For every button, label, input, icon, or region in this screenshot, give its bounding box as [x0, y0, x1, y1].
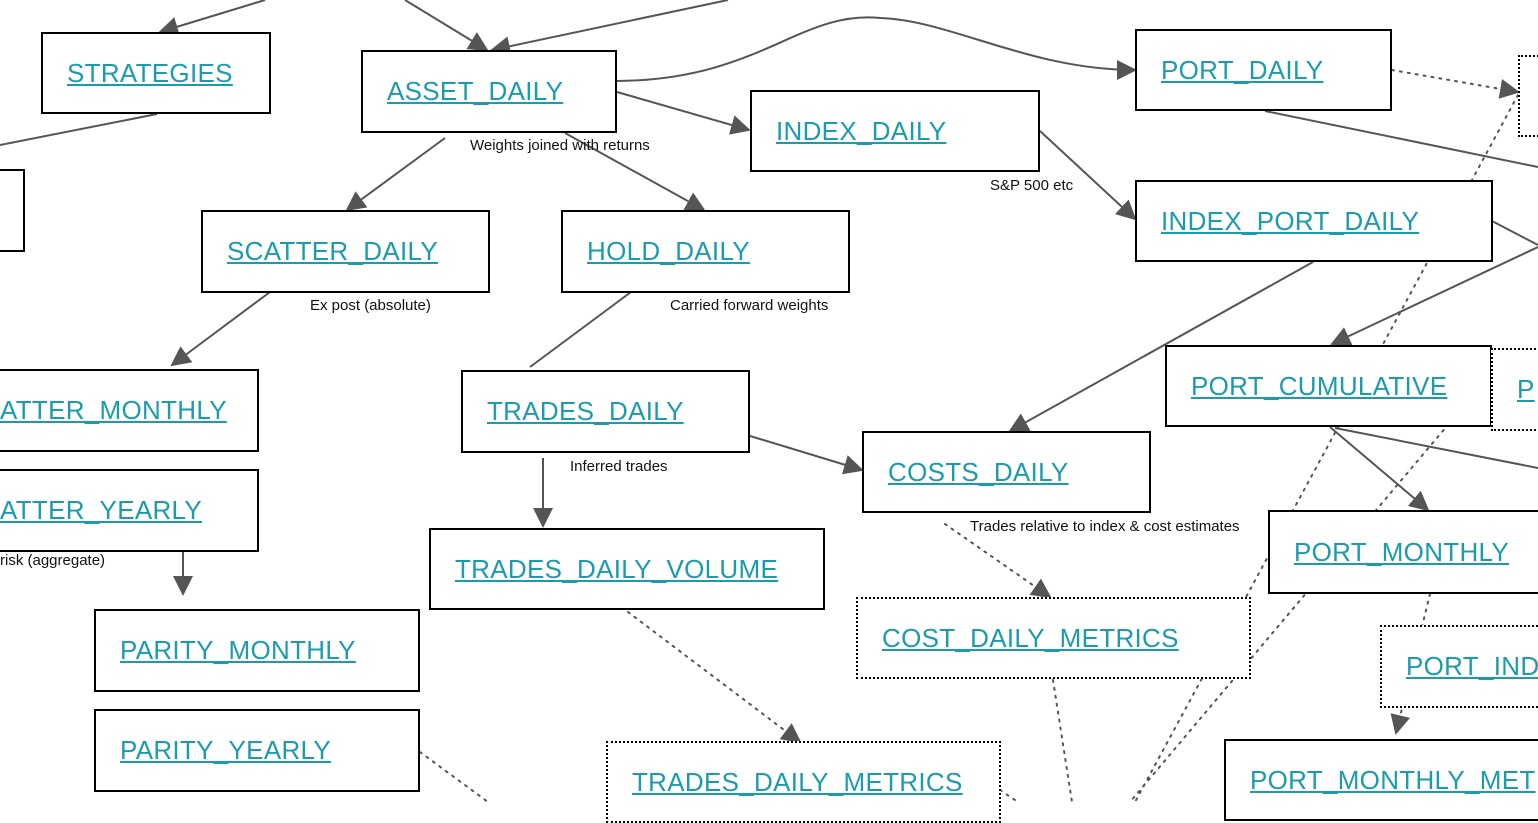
edge-asset-to-port-daily [616, 16, 1137, 82]
node-costs-daily: COSTS_DAILY [862, 431, 1151, 513]
node-port-ind: PORT_IND [1380, 625, 1538, 708]
parity-yearly-link[interactable]: PARITY_YEARLY [120, 735, 332, 765]
note-weights-joined: Weights joined with returns [470, 137, 650, 154]
node-scatter-monthly: ATTER_MONTHLY [0, 369, 259, 452]
edge-cost-metrics-down [1052, 679, 1073, 802]
trades-daily-volume-link[interactable]: TRADES_DAILY_VOLUME [455, 553, 779, 584]
edge-port-daily-dotted [1391, 69, 1520, 99]
node-port-cumulative: PORT_CUMULATIVE [1165, 345, 1492, 427]
node-asset-daily: ASSET_DAILY [361, 50, 617, 133]
note-inferred-trades: Inferred trades [570, 458, 668, 475]
edge-port-cumulative-right [1334, 427, 1538, 469]
port-daily-link[interactable]: PORT_DAILY [1161, 54, 1324, 85]
note-trades-relative: Trades relative to index & cost estimate… [970, 518, 1240, 535]
scatter-daily-link[interactable]: SCATTER_DAILY [227, 236, 438, 266]
node-scatter-yearly: ATTER_YEARLY [0, 469, 259, 552]
note-carried-forward: Carried forward weights [670, 297, 829, 314]
trades-daily-link[interactable]: TRADES_DAILY [487, 396, 684, 426]
edge-index-daily-to-index-port [1039, 130, 1137, 221]
node-port-daily: PORT_DAILY [1135, 29, 1392, 111]
edge-right-to-port-cumulative [1330, 246, 1538, 346]
cost-daily-metrics-link[interactable]: COST_DAILY_METRICS [882, 622, 1179, 653]
edge-asset-to-scatter-daily [345, 137, 446, 212]
node-strategies: STRATEGIES [41, 32, 271, 114]
asset-daily-link[interactable]: ASSET_DAILY [387, 76, 564, 106]
edge-top-right-to-asset-daily [490, 0, 729, 57]
edge-trades-metrics-right [999, 789, 1019, 802]
node-hold-daily: HOLD_DAILY [561, 210, 850, 293]
edge-hold-to-trades [529, 291, 632, 368]
node-trades-daily-volume: TRADES_DAILY_VOLUME [429, 528, 825, 610]
scatter-yearly-link[interactable]: ATTER_YEARLY [0, 495, 203, 525]
note-ex-post: Ex post (absolute) [310, 297, 431, 314]
edge-index-port-right [1491, 220, 1538, 246]
edge-index-port-to-costs [1008, 261, 1314, 432]
node-scatter-daily: SCATTER_DAILY [201, 210, 490, 293]
edge-costs-to-cost-metrics [944, 523, 1052, 599]
edge-top-to-strategies [158, 0, 266, 37]
edge-port-daily-right [1264, 110, 1538, 168]
edge-parity-yearly-dotted [419, 751, 489, 802]
trades-daily-metrics-link[interactable]: TRADES_DAILY_METRICS [632, 766, 963, 797]
port-clipped-link[interactable]: P [1517, 374, 1535, 404]
costs-daily-link[interactable]: COSTS_DAILY [888, 456, 1069, 487]
node-left-clipped [0, 169, 25, 252]
node-trades-daily: TRADES_DAILY [461, 370, 750, 453]
strategies-link[interactable]: STRATEGIES [67, 57, 233, 88]
node-top-right-clipped [1518, 55, 1538, 137]
edge-strategies-left [0, 113, 158, 146]
node-parity-yearly: PARITY_YEARLY [94, 709, 420, 792]
port-monthly-met-link[interactable]: PORT_MONTHLY_MET [1250, 764, 1536, 795]
edge-port-cumulative-to-monthly [1329, 426, 1430, 512]
edge-top-to-asset-daily [404, 0, 489, 52]
edge-scatter-daily-to-monthly [170, 291, 271, 367]
note-sp500: S&P 500 etc [990, 177, 1074, 194]
node-index-port-daily: INDEX_PORT_DAILY [1135, 180, 1493, 262]
node-parity-monthly: PARITY_MONTHLY [94, 609, 420, 692]
edge-trades-to-costs [736, 431, 864, 475]
parity-monthly-link[interactable]: PARITY_MONTHLY [120, 635, 356, 665]
node-port-monthly-met: PORT_MONTHLY_MET [1224, 739, 1538, 821]
port-monthly-link[interactable]: PORT_MONTHLY [1294, 536, 1510, 567]
edge-asset-to-hold-daily [564, 132, 706, 211]
node-cost-daily-metrics: COST_DAILY_METRICS [856, 597, 1251, 679]
note-risk-aggregate: risk (aggregate) [0, 552, 106, 569]
index-port-daily-link[interactable]: INDEX_PORT_DAILY [1161, 205, 1420, 236]
port-ind-link[interactable]: PORT_IND [1406, 651, 1538, 681]
node-trades-daily-metrics: TRADES_DAILY_METRICS [606, 741, 1001, 823]
node-port-monthly: PORT_MONTHLY [1268, 510, 1538, 594]
edge-volume-to-metrics [627, 611, 802, 744]
node-port-clipped: P [1491, 348, 1538, 431]
port-cumulative-link[interactable]: PORT_CUMULATIVE [1191, 370, 1448, 401]
index-daily-link[interactable]: INDEX_DAILY [776, 115, 947, 146]
hold-daily-link[interactable]: HOLD_DAILY [587, 236, 750, 266]
node-index-daily: INDEX_DAILY [750, 90, 1040, 172]
edge-long-dotted-1 [1134, 94, 1519, 802]
scatter-monthly-link[interactable]: ATTER_MONTHLY [0, 395, 227, 425]
edge-asset-to-index-daily [616, 91, 751, 135]
